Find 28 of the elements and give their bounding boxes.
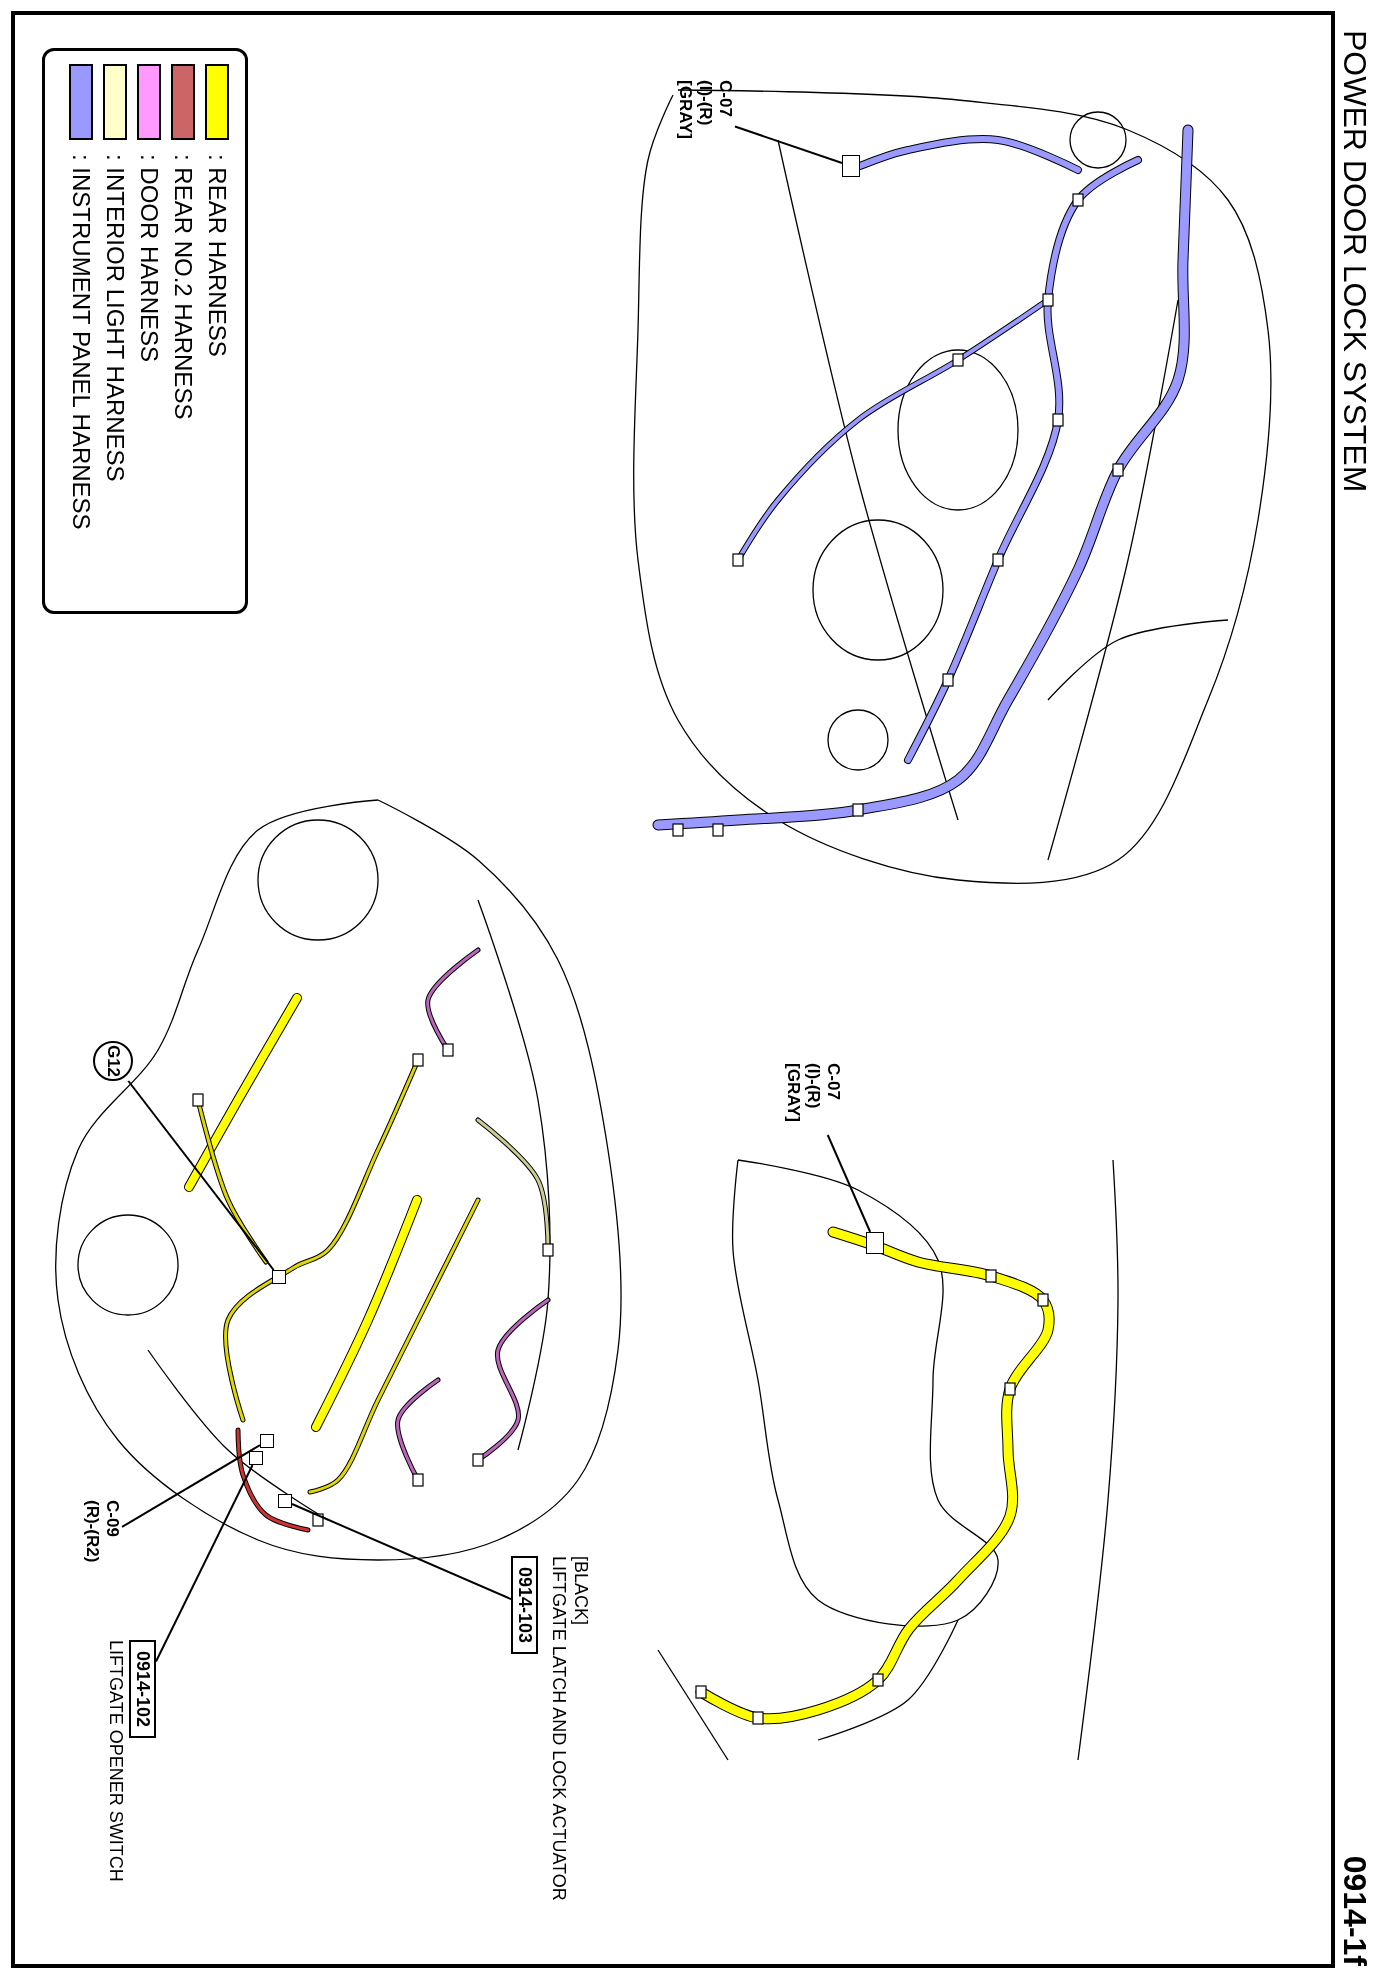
connector-label: C-07 (I)-(R) [GRAY] <box>673 80 735 152</box>
part-name: LIFTGATE LATCH AND LOCK ACTUATOR <box>548 1556 570 1901</box>
reference-number: 0914-103 <box>511 1556 538 1654</box>
connector-part <box>249 1451 263 1465</box>
legend-text: : DOOR HARNESS <box>135 154 163 363</box>
legend-text: : INSTRUMENT PANEL HARNESS <box>67 154 95 530</box>
connector-label: C-09 (R)-(R2) <box>78 1500 122 1580</box>
leader-line <box>155 1464 254 1663</box>
reference-number: 0914-102 <box>129 1640 156 1738</box>
connector-part <box>278 1494 292 1508</box>
connector-label: C-07 (I)-(R) [GRAY] <box>781 1063 843 1135</box>
legend-text: : REAR NO.2 HARNESS <box>169 154 197 420</box>
legend-text: : REAR HARNESS <box>203 154 231 357</box>
leader-line <box>826 1134 872 1233</box>
leader-line <box>291 1503 512 1601</box>
connector-part <box>842 155 860 177</box>
ground-point-callout: G12 <box>93 1041 133 1081</box>
page-number: 0914-1f <box>1336 1855 1374 1966</box>
leader-line <box>127 1080 275 1271</box>
leader-line <box>121 1444 261 1528</box>
legend-text: : INTERIOR LIGHT HARNESS <box>101 154 129 482</box>
diagram-title: POWER DOOR LOCK SYSTEM <box>1336 30 1374 493</box>
connector-part <box>260 1434 274 1448</box>
part-name: [BLACK] <box>570 1556 592 1626</box>
ground-terminal <box>272 1270 286 1284</box>
leader-line <box>734 125 843 164</box>
connector-part <box>866 1232 884 1254</box>
part-name: LIFTGATE OPENER SWITCH <box>105 1640 127 1882</box>
